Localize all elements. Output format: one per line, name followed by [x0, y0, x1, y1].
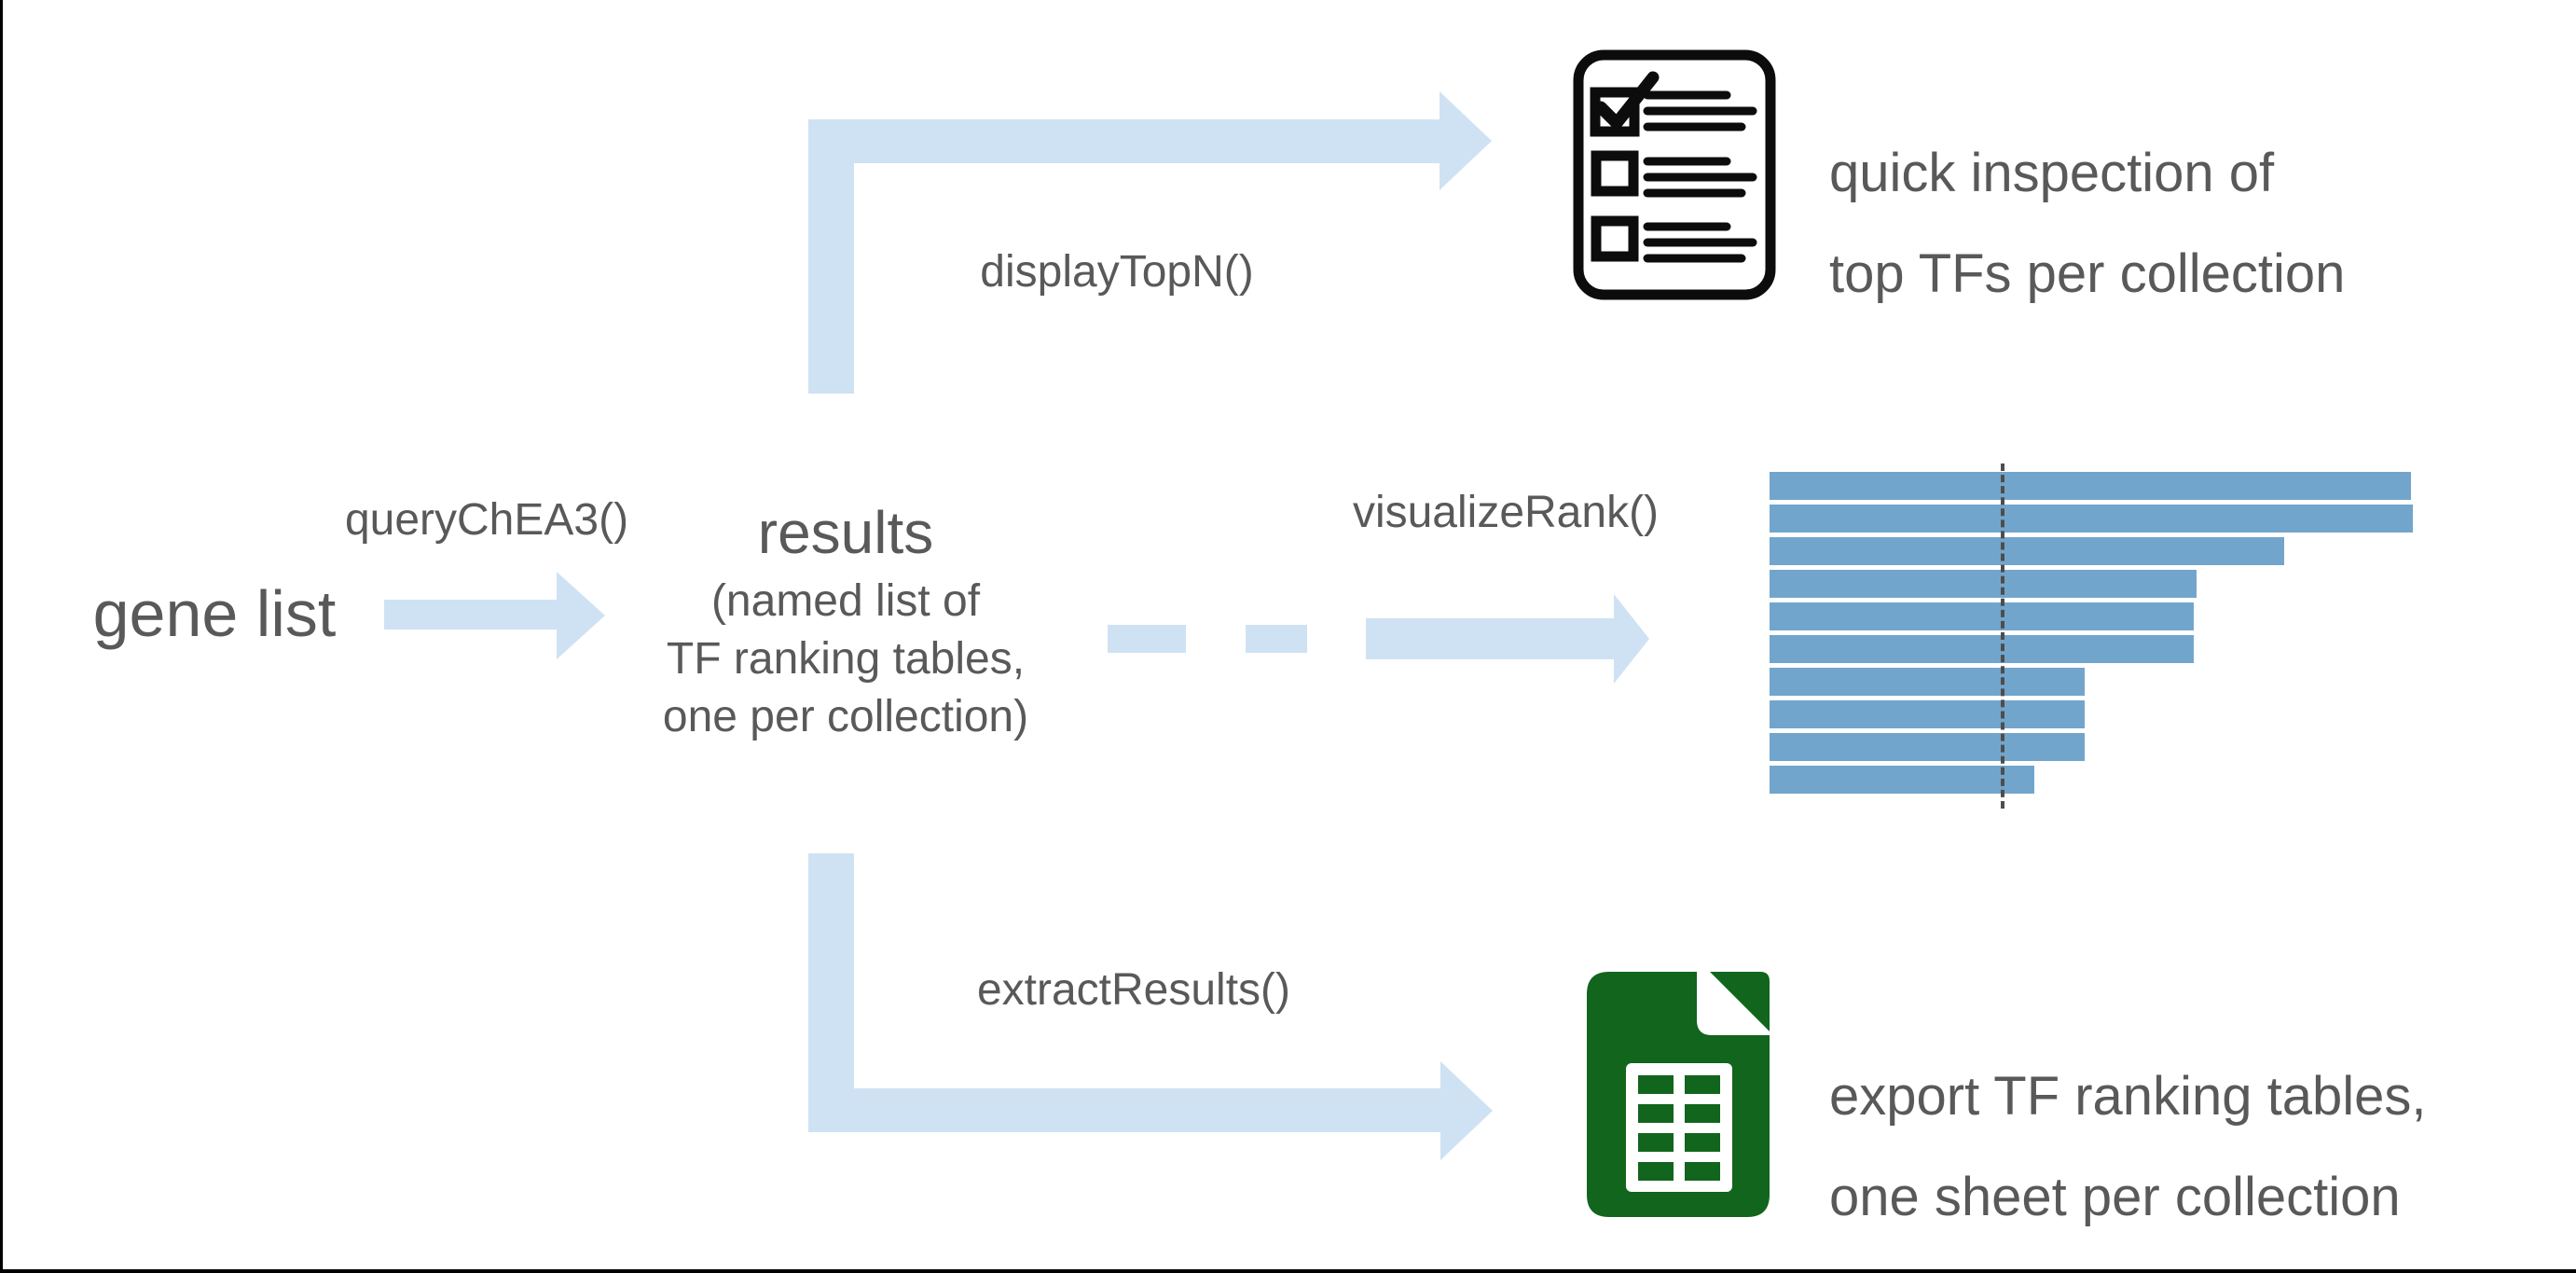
rank-threshold-line	[2001, 464, 2004, 809]
arrow-extract-vertical	[808, 853, 854, 1132]
rank-bars	[1770, 472, 2413, 798]
arrow-visualize-head	[1614, 594, 1649, 684]
export-caption-line: one sheet per collection	[1829, 1167, 2401, 1227]
visualize-rank-label: visualizeRank()	[1352, 488, 1660, 537]
arrow-display-shaft	[808, 119, 1440, 163]
rank-bar	[1770, 505, 2413, 533]
arrow-query-head	[557, 572, 605, 659]
export-caption-line: export TF ranking tables,	[1829, 1066, 2427, 1127]
arrow-display-head	[1440, 91, 1492, 190]
results-subtitle-line: (named list of	[710, 576, 981, 626]
inspection-caption-line: top TFs per collection	[1829, 243, 2346, 304]
extract-results-label: extractResults()	[976, 965, 1291, 1015]
rank-bar	[1770, 700, 2085, 728]
checklist-icon	[1573, 49, 1776, 300]
arrow-extract-shaft	[808, 1088, 1440, 1132]
rank-bar	[1770, 472, 2411, 500]
arrow-extract-head	[1440, 1061, 1493, 1160]
results-subtitle-line: TF ranking tables,	[666, 634, 1026, 684]
inspection-caption: quick inspection of top TFs per collecti…	[1829, 123, 2345, 325]
rank-bar	[1770, 602, 2194, 630]
rank-bar	[1770, 635, 2194, 663]
rank-bar	[1770, 570, 2197, 598]
arrow-visualize-shaft	[1366, 618, 1614, 659]
results-node-subtitle: (named list of TF ranking tables, one pe…	[659, 573, 1032, 746]
rank-bar	[1770, 668, 2085, 696]
spreadsheet-icon-svg	[1587, 972, 1770, 1217]
canvas-edge-bottom	[0, 1269, 2576, 1273]
inspection-caption-line: quick inspection of	[1829, 143, 2275, 203]
arrow-visualize-dash	[1108, 625, 1186, 653]
rank-bar	[1770, 537, 2284, 565]
arrow-query-shaft	[384, 600, 557, 630]
query-chea3-label: queryChEA3()	[344, 495, 629, 545]
arrow-display-vertical	[808, 119, 854, 394]
spreadsheet-icon	[1585, 972, 1771, 1219]
results-subtitle-line: one per collection)	[662, 692, 1029, 741]
gene-list-node: gene list	[92, 577, 337, 650]
display-topn-label: displayTopN()	[980, 247, 1254, 297]
results-node-title: results	[757, 499, 934, 566]
canvas-edge-left	[0, 0, 3, 1273]
rank-bar	[1770, 766, 2034, 794]
checklist-icon-svg	[1573, 49, 1776, 300]
export-caption: export TF ranking tables, one sheet per …	[1829, 1046, 2426, 1248]
rank-bar	[1770, 733, 2085, 761]
arrow-visualize-dash	[1246, 625, 1307, 653]
